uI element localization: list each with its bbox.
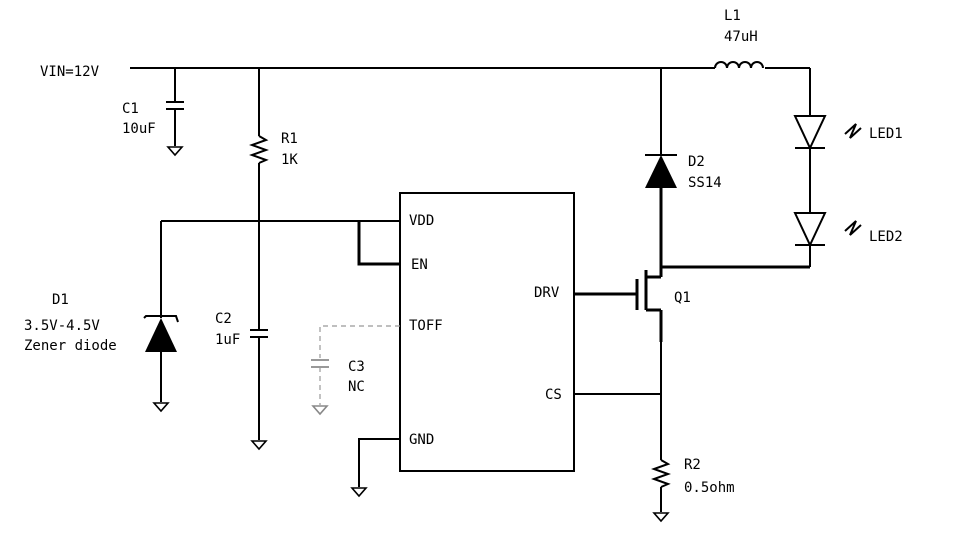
d2-schottky-diode <box>645 68 677 254</box>
c2-capacitor <box>250 329 268 440</box>
ground-icon <box>652 512 670 523</box>
r1-resistor <box>249 68 269 330</box>
c1-value: 10uF <box>122 121 156 137</box>
r2-resistor <box>651 342 671 512</box>
ground-icon <box>350 487 368 498</box>
pin-en-label: EN <box>411 257 428 273</box>
q1-mosfet <box>575 254 663 342</box>
c2-ref: C2 <box>215 311 232 327</box>
c3-ref: C3 <box>348 359 365 375</box>
d1-value: 3.5V-4.5V <box>24 318 100 334</box>
ground-icon <box>250 440 268 451</box>
en-to-vdd-wire <box>357 221 400 266</box>
r2-ref: R2 <box>684 457 701 473</box>
d1-type: Zener diode <box>24 338 117 354</box>
d1-ref: D1 <box>52 292 69 308</box>
l1-inductor <box>714 61 764 69</box>
ic-body <box>399 192 575 472</box>
l1-value: 47uH <box>724 29 758 45</box>
led1-ref: LED1 <box>869 126 903 142</box>
ground-icon <box>152 402 170 413</box>
ground-icon <box>166 146 184 157</box>
l1-ref: L1 <box>724 8 741 24</box>
d2-ref: D2 <box>688 154 705 170</box>
ic-gnd-wire <box>358 438 400 487</box>
vin-label: VIN=12V <box>40 64 100 80</box>
pin-toff-label: TOFF <box>409 318 443 334</box>
pin-vdd-label: VDD <box>409 213 434 229</box>
c1-capacitor <box>166 68 184 146</box>
toff-dashed-wire <box>319 325 400 358</box>
led2-ref: LED2 <box>869 229 903 245</box>
pin-gnd-label: GND <box>409 432 434 448</box>
vdd-net <box>160 220 400 318</box>
led1 <box>793 115 862 151</box>
pin-drv-label: DRV <box>534 285 560 301</box>
d1-zener-diode <box>143 315 179 402</box>
r1-ref: R1 <box>281 131 298 147</box>
led2 <box>793 212 862 248</box>
r1-value: 1K <box>281 152 298 168</box>
c1-ref: C1 <box>122 101 139 117</box>
d2-value: SS14 <box>688 175 722 191</box>
c2-value: 1uF <box>215 332 240 348</box>
r2-value: 0.5ohm <box>684 480 735 496</box>
ground-icon <box>311 405 329 416</box>
c3-value: NC <box>348 379 365 395</box>
q1-ref: Q1 <box>674 290 691 306</box>
pin-cs-label: CS <box>545 387 562 403</box>
c3-capacitor <box>311 359 329 405</box>
